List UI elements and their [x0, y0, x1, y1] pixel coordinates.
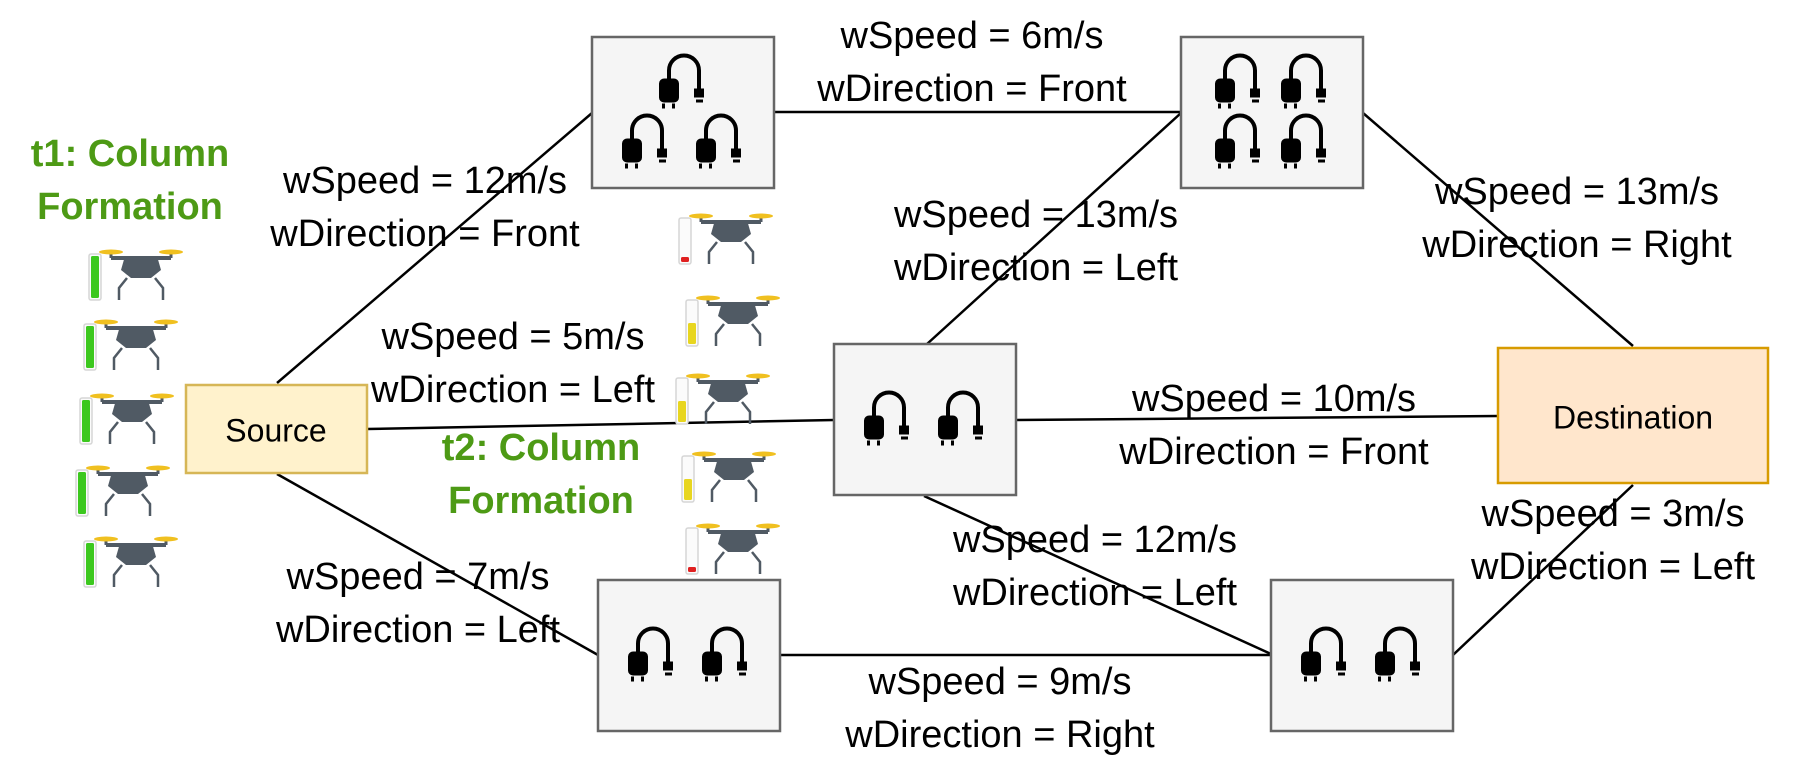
- team-label-t1: t1: Column Formation: [31, 128, 229, 234]
- charging-plug-icon: [1281, 53, 1326, 109]
- charging-station-top-left: [590, 35, 776, 190]
- speed-label: wSpeed = 13m/s: [893, 194, 1179, 236]
- charging-plug-icon: [938, 390, 983, 446]
- edge-label-source-bottomleft: wSpeed = 7m/s wDirection = Left: [276, 551, 560, 657]
- edge-source-bottomleft: [276, 472, 599, 657]
- speed-label: wSpeed = 10m/s: [1131, 378, 1417, 420]
- charging-plug-icon: [1375, 626, 1420, 682]
- drone-icon: [675, 373, 770, 425]
- drone-icon: [83, 536, 178, 588]
- speed-label: wSpeed = 6m/s: [840, 15, 1104, 57]
- edge-label-topleft-topright: wSpeed = 6m/s wDirection = Front: [817, 10, 1126, 116]
- team-formation: Formation: [448, 480, 634, 522]
- drone-icon: [75, 465, 170, 517]
- edge-middle-destination: [1015, 414, 1499, 422]
- charging-plug-icon: [622, 113, 667, 169]
- team-title: t1: Column: [30, 133, 230, 175]
- edge-label-bottomleft-bottomright: wSpeed = 9m/s wDirection = Right: [845, 656, 1154, 762]
- edges: [276, 110, 1634, 657]
- speed-label: wSpeed = 7m/s: [286, 556, 550, 598]
- drone-icon: [88, 249, 183, 301]
- team-formation: Formation: [37, 186, 223, 228]
- charger-icons: [622, 53, 1420, 682]
- edge-bottomright-destination: [1452, 484, 1634, 656]
- battery-icon: [685, 527, 699, 575]
- edge-middle-topright: [926, 112, 1182, 345]
- direction-label: wDirection = Front: [270, 213, 580, 255]
- destination-node: [1496, 346, 1770, 485]
- direction-label: wDirection = Left: [1470, 546, 1756, 588]
- speed-label: wSpeed = 13m/s: [1434, 171, 1720, 213]
- charging-plug-icon: [696, 113, 741, 169]
- direction-label: wDirection = Left: [370, 369, 656, 411]
- edge-label-middle-destination: wSpeed = 10m/s wDirection = Front: [1119, 373, 1428, 479]
- drone-icon: [681, 451, 776, 503]
- charging-station-bottom-left: [596, 578, 782, 733]
- drone-icon: [685, 523, 780, 575]
- speed-label: wSpeed = 3m/s: [1481, 493, 1745, 535]
- direction-label: wDirection = Left: [893, 247, 1179, 289]
- source-label: Source: [225, 412, 327, 449]
- drone-icon: [79, 393, 174, 445]
- charging-station-middle: [832, 342, 1018, 497]
- edge-middle-bottomright: [923, 494, 1272, 656]
- charging-plug-icon: [1281, 113, 1326, 169]
- direction-label: wDirection = Left: [952, 572, 1238, 614]
- drone-icons: [75, 213, 780, 588]
- nodes: [184, 35, 1770, 733]
- charging-plug-icon: [864, 390, 909, 446]
- drone-icon: [685, 295, 780, 347]
- direction-label: wDirection = Front: [1119, 431, 1429, 473]
- edge-label-middle-topright: wSpeed = 13m/s wDirection = Left: [894, 189, 1178, 295]
- speed-label: wSpeed = 9m/s: [868, 661, 1132, 703]
- charging-plug-icon: [1301, 626, 1346, 682]
- drone-icon: [678, 213, 773, 265]
- direction-label: wDirection = Front: [817, 68, 1127, 110]
- charging-plug-icon: [702, 626, 747, 682]
- charging-plug-icon: [1215, 53, 1260, 109]
- direction-label: wDirection = Right: [845, 714, 1155, 756]
- edge-label-source-topleft: wSpeed = 12m/s wDirection = Front: [270, 155, 579, 261]
- charging-station-top-right: [1179, 35, 1365, 190]
- edge-label-topright-destination: wSpeed = 13m/s wDirection = Right: [1422, 166, 1731, 272]
- charging-plug-icon: [659, 53, 704, 109]
- team-title: t2: Column: [441, 427, 641, 469]
- drone-icon: [83, 319, 178, 371]
- charging-plug-icon: [628, 626, 673, 682]
- edge-label-source-middle: wSpeed = 5m/s wDirection = Left: [371, 311, 655, 417]
- edge-topright-destination: [1362, 112, 1634, 347]
- direction-label: wDirection = Left: [275, 609, 561, 651]
- battery-icon: [678, 217, 692, 265]
- charging-plug-icon: [1215, 113, 1260, 169]
- edge-source-middle: [366, 418, 835, 431]
- charging-station-bottom-right: [1269, 578, 1455, 733]
- direction-label: wDirection = Right: [1422, 224, 1732, 266]
- team-label-t2: t2: Column Formation: [442, 422, 640, 528]
- speed-label: wSpeed = 12m/s: [282, 160, 568, 202]
- speed-label: wSpeed = 12m/s: [952, 519, 1238, 561]
- source-node: [184, 383, 369, 475]
- speed-label: wSpeed = 5m/s: [381, 316, 645, 358]
- destination-label: Destination: [1552, 399, 1714, 436]
- edge-label-bottomright-destination: wSpeed = 3m/s wDirection = Left: [1471, 488, 1755, 594]
- edge-source-topleft: [276, 112, 593, 384]
- edge-label-middle-bottomright: wSpeed = 12m/s wDirection = Left: [953, 514, 1237, 620]
